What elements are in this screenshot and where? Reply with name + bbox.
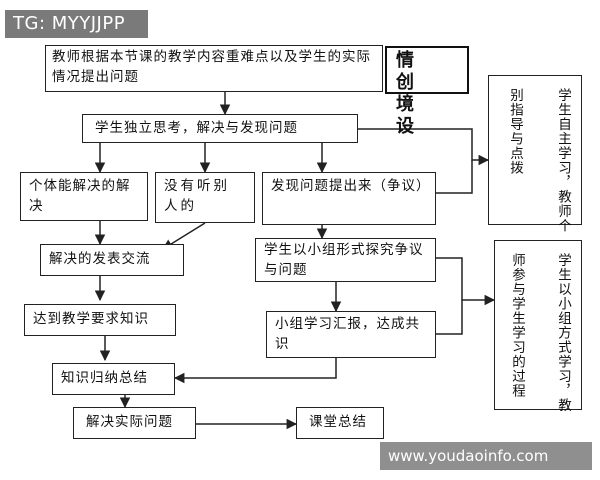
tg-watermark: TG: MYYJJPP <box>5 10 148 38</box>
arrow-report-summary <box>173 358 337 384</box>
arrow-report-groupstudy <box>436 300 463 335</box>
group-study-col-1: 学生以小组方式学习，教 <box>555 253 571 413</box>
note-group-study: 学生以小组方式学习，教 师参与学生学习的过程 <box>494 240 582 413</box>
arrow-explore-groupstudy <box>436 257 496 306</box>
node-report: 小组学习汇报，达成共识 <box>266 311 436 358</box>
node-think: 学生独立思考，解决与发现问题 <box>82 114 358 143</box>
self-study-col-2: 别指导与点拨 <box>507 88 523 175</box>
node-situation: 情创境设 <box>385 46 469 137</box>
site-watermark: www.youdaoinfo.com <box>380 442 592 470</box>
node-intro: 教师根据本节课的教学内容重难点以及学生的实际情况提出问题 <box>45 45 383 92</box>
arrow-raise-selfstudy <box>436 160 473 194</box>
node-unheard: 没有听别人的 <box>155 172 255 223</box>
node-class-summary: 课堂总结 <box>296 407 384 439</box>
self-study-col-1: 学生自主学习，教师个 <box>555 88 571 233</box>
node-solved: 个体能解决的解决 <box>20 172 148 221</box>
group-study-col-2: 师参与学生学习的过程 <box>509 253 525 398</box>
note-self-study: 学生自主学习，教师个 别指导与点拨 <box>488 75 582 233</box>
arrow-think-selfstudy <box>358 128 490 166</box>
node-summary: 知识归纳总结 <box>52 363 175 395</box>
node-raise: 发现问题提出来（争议） <box>262 172 436 225</box>
node-apply: 解决实际问题 <box>73 407 196 439</box>
node-meet: 达到教学要求知识 <box>24 304 176 336</box>
node-explore: 学生以小组形式探究争议与问题 <box>255 238 436 282</box>
node-share: 解决的发表交流 <box>40 244 184 276</box>
